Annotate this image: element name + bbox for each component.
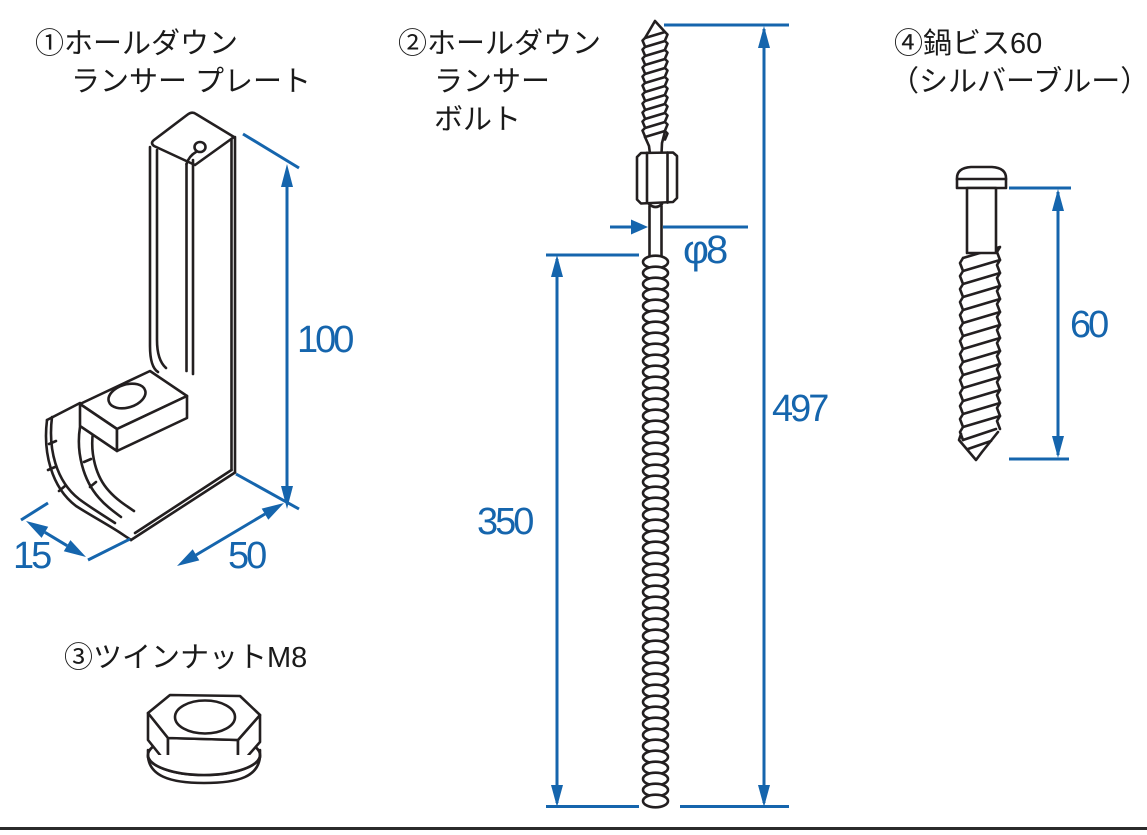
plate-label-line1: ①ホールダウン [35,28,239,60]
bolt-thread-length-dim: 350 [477,501,534,543]
screw-head [955,165,1008,190]
bolt-dimensions [546,23,789,808]
plate-depth-dim: 15 [13,535,52,577]
screw-label-line1: ④鍋ビス60 [894,28,1043,60]
screw-drawing [955,165,1008,462]
bolt-label-line2: ランサー [434,66,551,98]
plate-hole [107,382,147,410]
bolt-diameter-dim: φ8 [683,228,728,272]
screw-dimensions [1009,186,1071,461]
screw-label-line2: （シルバーブルー） [890,66,1147,98]
bolt-hex-nut [635,151,679,205]
nut-label: ③ツインナットM8 [64,642,308,674]
bolt-total-length-dim: 497 [772,388,829,430]
nut-drawing [146,693,262,785]
bolt-label-line1: ②ホールダウン [398,28,602,60]
bolt-label-line3: ボルト [434,104,522,136]
plate-dimensions [20,132,300,566]
plate-width-dim: 50 [228,535,267,577]
bolt-drawing [635,19,679,809]
screw-length-dim: 60 [1070,304,1109,346]
plate-drawing [44,111,237,542]
bottom-divider [0,827,1147,830]
plate-label-line2: ランサー プレート [71,66,312,98]
plate-height-dim: 100 [297,319,354,361]
nut-hole [173,699,237,735]
